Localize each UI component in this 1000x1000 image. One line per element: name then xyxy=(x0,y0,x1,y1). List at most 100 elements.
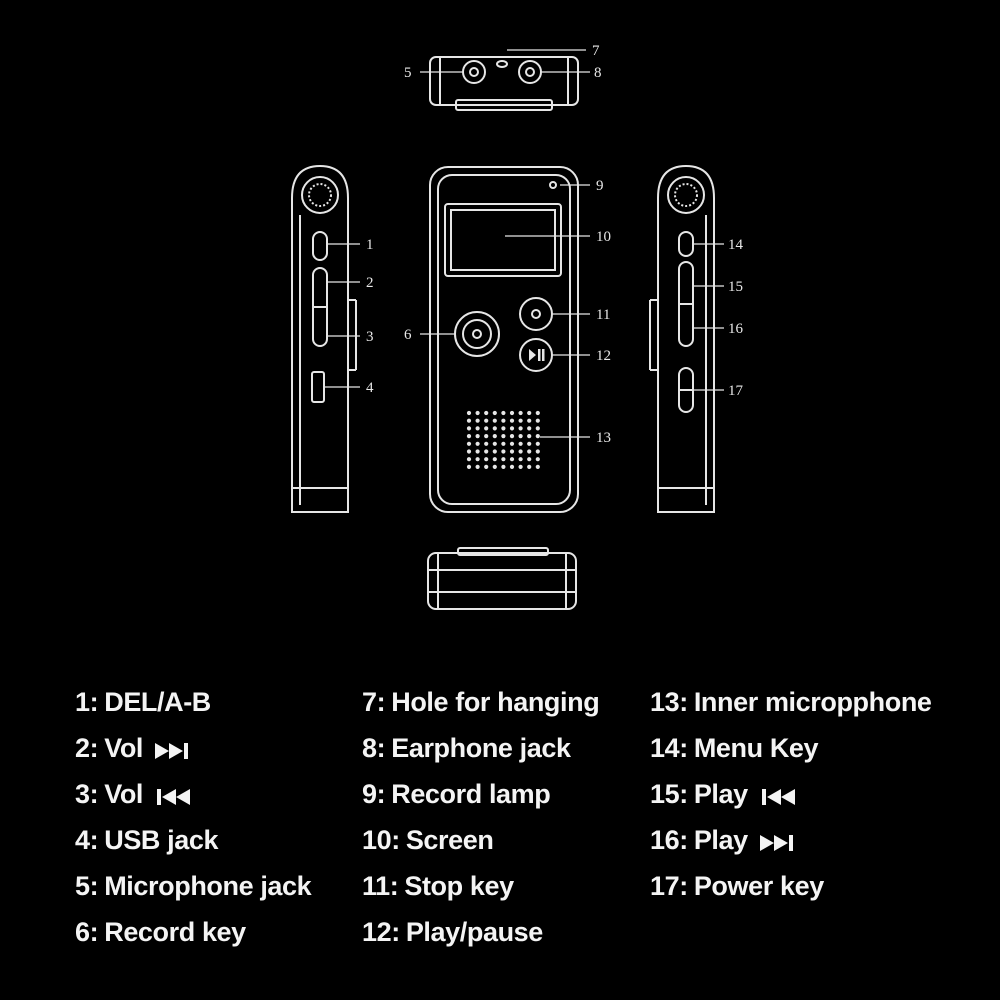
callout-10: 10 xyxy=(596,229,611,245)
callout-5: 5 xyxy=(404,65,412,81)
legend-number: 4: xyxy=(75,825,99,855)
callout-13: 13 xyxy=(596,430,611,446)
grille-hole xyxy=(501,457,506,462)
legend-item: 16:Play xyxy=(650,820,932,866)
callout-4: 4 xyxy=(366,380,374,396)
grille-hole xyxy=(501,449,506,454)
callout-1: 1 xyxy=(366,237,374,253)
callout-15: 15 xyxy=(728,279,743,295)
legend-label: Play xyxy=(693,825,748,855)
grille-hole xyxy=(484,441,489,446)
grille-hole xyxy=(501,441,506,446)
legend-item: 11:Stop key xyxy=(362,866,599,912)
grille-hole xyxy=(518,449,523,454)
legend-number: 16: xyxy=(650,825,688,855)
grille-hole xyxy=(492,410,497,416)
grille-hole xyxy=(509,441,515,446)
legend-label: Record key xyxy=(104,917,246,947)
grille-hole xyxy=(527,464,532,469)
grille-hole xyxy=(527,418,532,423)
legend-label: Play xyxy=(693,779,748,809)
legend-number: 6: xyxy=(75,917,99,947)
grille-hole xyxy=(466,441,472,446)
grille-hole xyxy=(527,410,532,416)
grille-hole xyxy=(501,426,506,431)
left-side-view xyxy=(291,164,360,513)
legend-number: 15: xyxy=(650,779,688,809)
legend-number: 8: xyxy=(362,733,386,763)
grille-hole xyxy=(466,426,472,431)
legend-number: 3: xyxy=(75,779,99,809)
callout-9: 9 xyxy=(596,178,604,194)
legend-item: 4:USB jack xyxy=(75,820,311,866)
legend-column-1: 1:DEL/A-B 2:Vol 3:Vol 4:USB jack 5:Micro… xyxy=(75,682,312,958)
legend-number: 10: xyxy=(362,825,400,855)
legend-label: Vol xyxy=(104,733,144,763)
grille-hole xyxy=(484,426,489,431)
legend-label: Play/pause xyxy=(405,917,543,947)
legend-item: 15:Play xyxy=(650,774,932,820)
legend-number: 17: xyxy=(650,871,688,901)
grille-hole xyxy=(535,426,540,431)
grille-hole xyxy=(518,464,523,469)
grille-hole xyxy=(492,426,497,431)
grille-hole xyxy=(466,418,472,423)
legend-number: 1: xyxy=(75,687,99,717)
grille-hole xyxy=(509,457,515,462)
grille-hole xyxy=(484,449,489,454)
grille-hole xyxy=(492,457,497,462)
legend-number: 5: xyxy=(75,871,99,901)
grille-hole xyxy=(484,464,489,469)
grille-hole xyxy=(484,457,489,462)
grille-hole xyxy=(492,449,497,454)
device-diagram: 1 2 3 4 5 6 7 8 9 10 11 12 13 14 15 16 1… xyxy=(291,43,744,610)
grille-hole xyxy=(509,426,515,431)
legend-number: 12: xyxy=(362,917,400,947)
callout-8: 8 xyxy=(594,65,602,81)
grille-hole xyxy=(501,464,506,469)
grille-hole xyxy=(509,464,515,469)
bottom-view xyxy=(427,547,577,610)
grille-hole xyxy=(535,464,540,469)
legend-number: 2: xyxy=(75,733,99,763)
legend-item: 17:Power key xyxy=(650,866,932,912)
legend-label: Inner micropphone xyxy=(693,687,932,717)
legend-label: Record lamp xyxy=(391,779,551,809)
callout-11: 11 xyxy=(596,307,610,323)
grille-hole xyxy=(475,434,480,439)
callout-3: 3 xyxy=(366,329,374,345)
grille-hole xyxy=(535,418,540,423)
grille-hole xyxy=(484,418,489,423)
next-track-icon xyxy=(759,833,796,853)
grille-hole xyxy=(509,449,515,454)
grille-hole xyxy=(492,441,497,446)
callout-7: 7 xyxy=(592,43,600,59)
legend-label: USB jack xyxy=(104,825,219,855)
right-side-view xyxy=(649,164,724,513)
grille-hole xyxy=(475,426,480,431)
grille-hole xyxy=(527,426,532,431)
legend-item: 8:Earphone jack xyxy=(362,728,599,774)
legend-item: 13:Inner micropphone xyxy=(650,682,932,728)
grille-hole xyxy=(518,410,523,416)
grille-hole xyxy=(466,410,472,416)
legend-label: Hole for hanging xyxy=(391,687,600,717)
grille-hole xyxy=(535,410,540,416)
legend-label: Menu Key xyxy=(693,733,819,763)
legend-column-2: 7:Hole for hanging 8:Earphone jack 9:Rec… xyxy=(362,682,600,958)
speaker-grille xyxy=(466,410,540,469)
top-view xyxy=(420,49,590,111)
legend-item: 3:Vol xyxy=(75,774,311,820)
legend-item: 12:Play/pause xyxy=(362,912,599,958)
grille-hole xyxy=(527,449,532,454)
grille-hole xyxy=(527,457,532,462)
grille-hole xyxy=(484,434,489,439)
grille-hole xyxy=(501,410,506,416)
callout-16: 16 xyxy=(728,321,744,337)
prev-track-icon xyxy=(760,787,796,807)
legend-label: DEL/A-B xyxy=(104,687,211,717)
callout-14: 14 xyxy=(728,237,744,253)
grille-hole xyxy=(535,457,540,462)
legend-item: 6:Record key xyxy=(75,912,311,958)
legend-item: 9:Record lamp xyxy=(362,774,599,820)
